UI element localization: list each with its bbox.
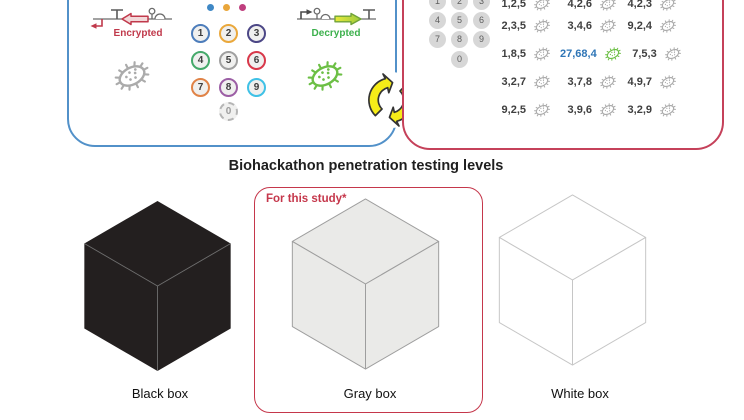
colored-keypad-digit-0: 0 — [219, 102, 238, 121]
cipher-code-row: 1,2,5 4,2,6 4,2,3 — [496, 0, 686, 14]
cipher-code: 9,2,4 — [627, 20, 652, 32]
cipher-code: 4,2,3 — [627, 0, 652, 10]
colored-dot-blue — [207, 4, 214, 11]
cipher-code: 7,5,3 — [632, 48, 657, 60]
gray-keypad-digit-0: 0 — [451, 51, 468, 68]
cipher-code: 3,4,6 — [567, 20, 592, 32]
gray-keypad-digit-7: 7 — [429, 31, 446, 48]
bacterium-icon — [531, 72, 553, 92]
cipher-code-row: 3,2,7 3,7,8 4,9,7 — [496, 72, 686, 92]
cipher-code: 4,9,7 — [627, 76, 652, 88]
for-this-study-label: For this study* — [266, 193, 347, 205]
bacterium-icon — [531, 100, 553, 120]
bacterium-icon — [657, 16, 679, 36]
colored-keypad-digit-8: 8 — [219, 78, 238, 97]
cipher-code: 9,2,5 — [501, 104, 526, 116]
bacterium-icon — [531, 44, 553, 64]
encrypted-label: Encrypted — [113, 28, 163, 39]
colored-keypad-digit-9: 9 — [247, 78, 266, 97]
colored-keypad-digit-3: 3 — [247, 24, 266, 43]
white-box-label: White box — [551, 386, 609, 401]
cipher-code: 3,9,6 — [567, 104, 592, 116]
gray-keypad-digit-5: 5 — [451, 12, 468, 29]
bacterium-icon — [657, 100, 679, 120]
cipher-code-row: 2,3,5 3,4,6 9,2,4 — [496, 16, 686, 36]
colored-keypad-digit-5: 5 — [219, 51, 238, 70]
gray-box-label: Gray box — [343, 386, 397, 401]
colored-keypad-digit-1: 1 — [191, 24, 210, 43]
black-box-cube — [84, 200, 231, 372]
cipher-code: 2,3,5 — [501, 20, 526, 32]
colored-dot-orange — [223, 4, 230, 11]
bacterium-icon — [597, 100, 619, 120]
cipher-code: 3,2,7 — [501, 76, 526, 88]
colored-keypad-digit-6: 6 — [247, 51, 266, 70]
encrypted-bacterium-icon — [109, 55, 155, 97]
bacterium-icon — [531, 0, 553, 14]
colored-keypad-digit-2: 2 — [219, 24, 238, 43]
cipher-code: 1,2,5 — [501, 0, 526, 10]
decrypted-bacterium-icon — [302, 55, 348, 97]
bacterium-icon — [657, 72, 679, 92]
decrypted-label: Decrypted — [311, 28, 361, 39]
for-this-study-box — [254, 187, 483, 413]
cipher-code: 1,8,5 — [501, 48, 526, 60]
gray-keypad-digit-2: 2 — [451, 0, 468, 10]
bacterium-icon — [597, 16, 619, 36]
gray-keypad-digit-4: 4 — [429, 12, 446, 29]
black-box-label: Black box — [131, 386, 189, 401]
cipher-code-row: 9,2,5 3,9,6 3,2,9 — [496, 100, 686, 120]
bacterium-icon — [657, 0, 679, 14]
bacterium-icon — [597, 0, 619, 14]
bacterium-icon — [662, 44, 684, 64]
cipher-code: 4,2,6 — [567, 0, 592, 10]
decrypted-gene-circuit-icon — [297, 7, 376, 26]
decrypted-bacterium-icon — [602, 44, 624, 64]
gray-box-cube — [291, 198, 440, 370]
cipher-code: 3,7,8 — [567, 76, 592, 88]
bacterium-icon — [597, 72, 619, 92]
colored-keypad-digit-7: 7 — [191, 78, 210, 97]
white-box-cube — [498, 194, 647, 366]
cipher-code-highlighted: 27,68,4 — [560, 48, 597, 60]
cipher-code-row: 1,8,5 27,68,4 7,5,3 — [496, 44, 691, 64]
gray-keypad-digit-8: 8 — [451, 31, 468, 48]
cipher-code: 3,2,9 — [627, 104, 652, 116]
gray-keypad-digit-3: 3 — [473, 0, 490, 10]
colored-dot-magenta — [239, 4, 246, 11]
gray-keypad-digit-1: 1 — [429, 0, 446, 10]
gray-keypad-digit-9: 9 — [473, 31, 490, 48]
section-title: Biohackathon penetration testing levels — [228, 158, 504, 174]
encrypted-gene-circuit-icon — [90, 7, 172, 29]
colored-keypad-digit-4: 4 — [191, 51, 210, 70]
bacterium-icon — [531, 16, 553, 36]
gray-keypad-digit-6: 6 — [473, 12, 490, 29]
